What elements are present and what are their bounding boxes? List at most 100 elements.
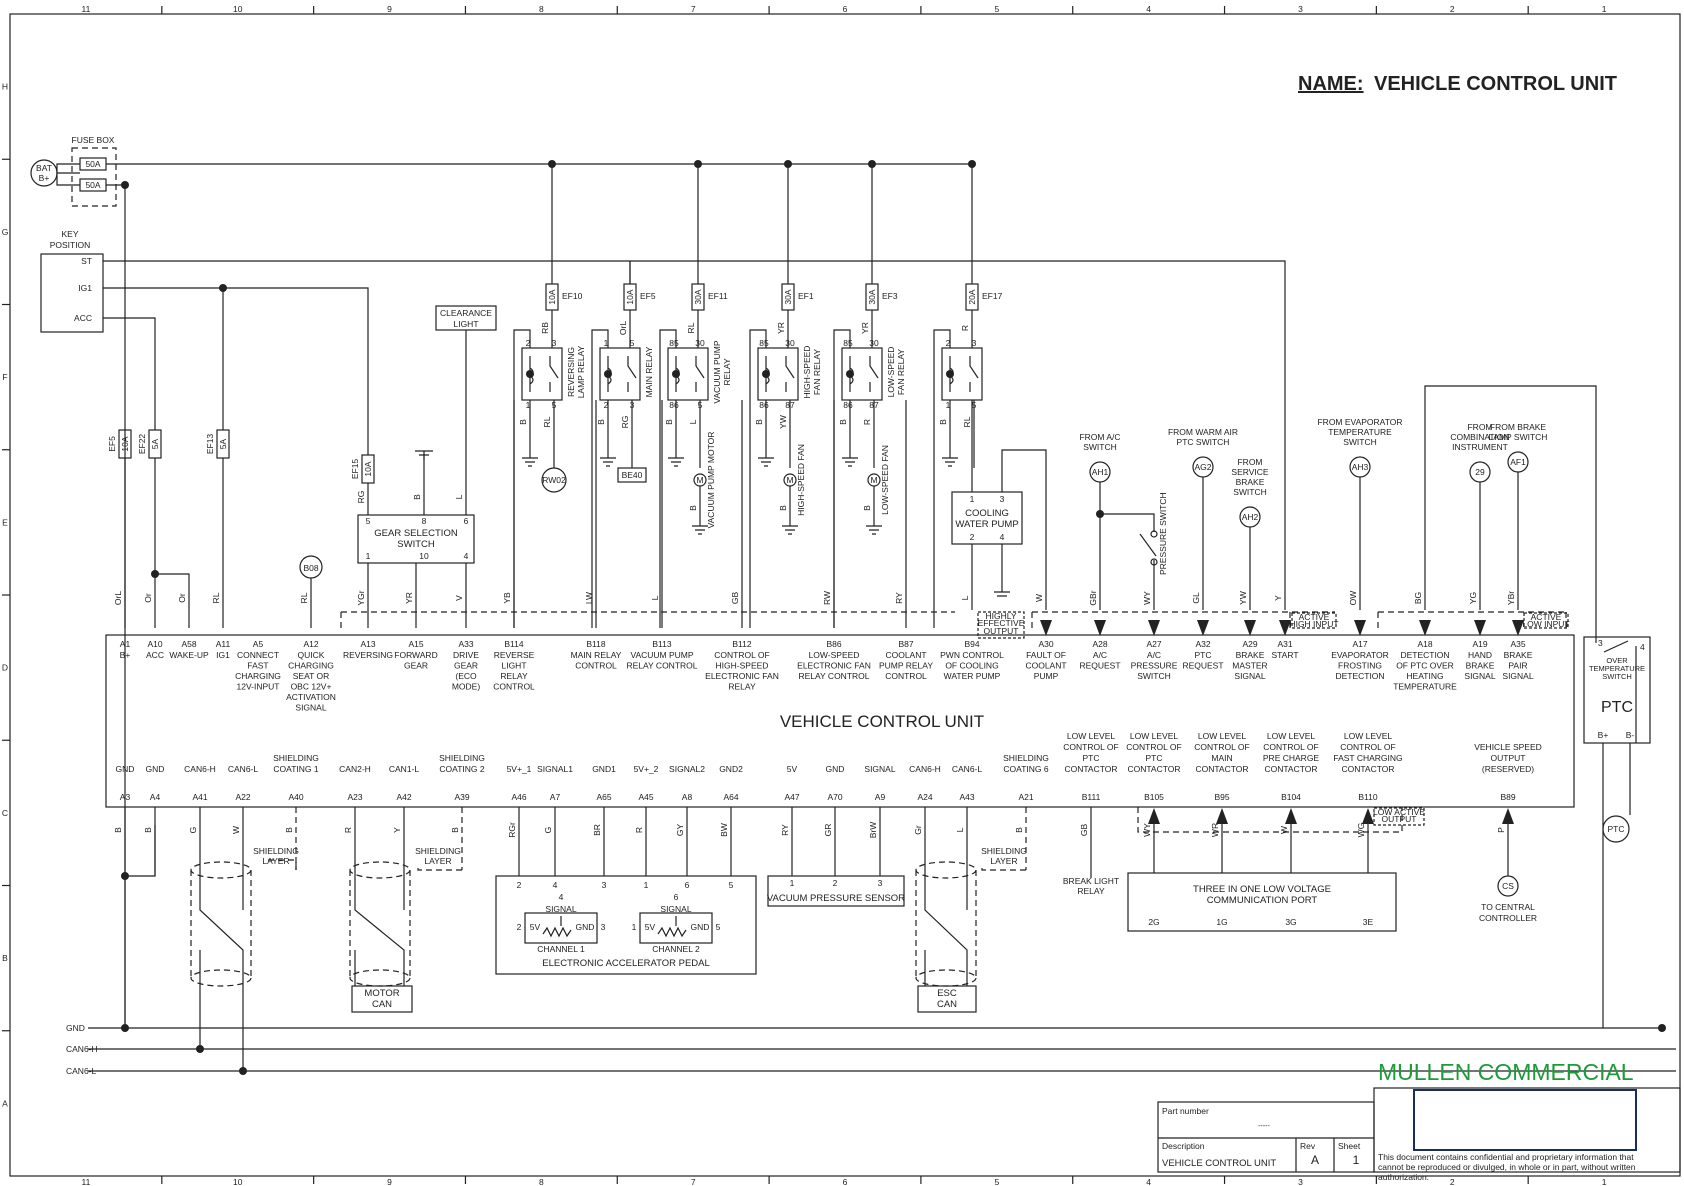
border-row-label: B bbox=[2, 953, 8, 963]
pin-id: A27 bbox=[1146, 639, 1161, 649]
main-fuse-2-label: 50A bbox=[85, 180, 100, 190]
input-connector-label: 29 bbox=[1475, 467, 1485, 477]
relay-name-2: LAMP RELAY bbox=[576, 345, 586, 398]
border-col-bottom: 5 bbox=[994, 1177, 999, 1186]
pin-id: A12 bbox=[303, 639, 318, 649]
can6l-bus-label: CAN6-L bbox=[66, 1066, 97, 1076]
load-name: LOW-SPEED FAN bbox=[880, 445, 890, 515]
relay-pin: 2 bbox=[946, 338, 951, 348]
pin-id: A64 bbox=[723, 792, 738, 802]
pin-desc: CONNECT bbox=[237, 650, 279, 660]
pin-id: A28 bbox=[1092, 639, 1107, 649]
pin-wire-color: G bbox=[188, 827, 198, 834]
pin-desc: CHARGING bbox=[288, 661, 334, 671]
rw02-label: RW02 bbox=[542, 475, 566, 485]
pin-name: SHIELDING bbox=[273, 753, 319, 763]
border-col-bottom: 11 bbox=[81, 1177, 90, 1186]
pin-name: COATING 2 bbox=[439, 764, 484, 774]
pin-wire-color: BrW bbox=[868, 822, 878, 839]
pin-wire-color: L bbox=[960, 595, 970, 600]
pin-desc: PAIR bbox=[1508, 661, 1527, 671]
esc-can-2: CAN bbox=[937, 999, 957, 1010]
pin-id: A9 bbox=[875, 792, 886, 802]
pin-name: PTC bbox=[1083, 753, 1100, 763]
fuse-name-label: EF5 bbox=[107, 436, 117, 452]
relay-name-1: VACUUM PUMP bbox=[712, 340, 722, 403]
fuse-name-label: EF22 bbox=[137, 434, 147, 455]
pin-wire-color: RW bbox=[822, 591, 832, 605]
pin-wire-color: B bbox=[1014, 827, 1024, 833]
notice-line: This document contains confidential and … bbox=[1378, 1152, 1634, 1162]
pin-desc: PRESSURE bbox=[1131, 661, 1178, 671]
shield-label-3: SHIELDING bbox=[981, 846, 1027, 856]
title-prefix: NAME: bbox=[1298, 73, 1364, 95]
relay-pin: 1 bbox=[604, 338, 609, 348]
border-col-top: 4 bbox=[1146, 4, 1151, 14]
fuse-ef5 bbox=[118, 429, 132, 459]
relay-pin: 85 bbox=[843, 338, 853, 348]
pin-id: B104 bbox=[1281, 792, 1301, 802]
relay-pin: 86 bbox=[669, 400, 679, 410]
part-number-value: ----- bbox=[1258, 1123, 1270, 1130]
relay-out-wire: YW bbox=[778, 415, 788, 429]
pin-wire-color: YB bbox=[502, 592, 512, 604]
description-value: VEHICLE CONTROL UNIT bbox=[1162, 1158, 1276, 1169]
be40-label: BE40 bbox=[622, 470, 643, 480]
pin-desc: RELAY CONTROL bbox=[798, 671, 869, 681]
pin-id: B105 bbox=[1144, 792, 1164, 802]
pin-name: CAN6-H bbox=[184, 764, 216, 774]
pin-desc: GEAR bbox=[404, 661, 428, 671]
pedal-pin: 3 bbox=[602, 880, 607, 890]
pin-wire-color: W bbox=[1279, 826, 1289, 834]
note-he: OUTPUT bbox=[984, 626, 1019, 636]
pin-name: 5V+_1 bbox=[507, 764, 532, 774]
pin-name: 5V bbox=[787, 764, 798, 774]
pin-desc: MAIN RELAY bbox=[571, 650, 622, 660]
pin-wire-color: BG bbox=[1413, 592, 1423, 604]
cooling-pump-p1: 1 bbox=[970, 494, 975, 504]
relay-fuse-name: EF5 bbox=[640, 291, 656, 301]
key-ig1: IG1 bbox=[78, 283, 92, 293]
gear-pin-bottom: 10 bbox=[419, 551, 429, 561]
pin-name: GND bbox=[146, 764, 165, 774]
pin-id: B95 bbox=[1214, 792, 1229, 802]
pin-id: A7 bbox=[550, 792, 561, 802]
relay-feed-wire: R bbox=[960, 325, 970, 331]
pin-name: CAN6-L bbox=[952, 764, 983, 774]
comm-port bbox=[1127, 872, 1397, 932]
pin-name: CONTACTOR bbox=[1341, 764, 1394, 774]
border-row-label: C bbox=[2, 808, 8, 818]
pin-name: PTC bbox=[1146, 753, 1163, 763]
pin-name: COATING 1 bbox=[273, 764, 318, 774]
pin-wire-color: W bbox=[1034, 594, 1044, 602]
pin-desc: COOLANT bbox=[1025, 661, 1066, 671]
border-row-label: G bbox=[2, 227, 9, 237]
central-label-2: CONTROLLER bbox=[1479, 913, 1537, 923]
relay-gnd-wire: B bbox=[518, 419, 528, 425]
motor-gnd-wire: B bbox=[778, 505, 788, 511]
pin-id: A24 bbox=[917, 792, 932, 802]
vps-pin: 3 bbox=[878, 878, 883, 888]
sheet-value: 1 bbox=[1353, 1153, 1360, 1167]
motor-m: M bbox=[870, 475, 877, 485]
key-acc: ACC bbox=[74, 313, 92, 323]
pin-id: A42 bbox=[396, 792, 411, 802]
pin-id: A8 bbox=[682, 792, 693, 802]
pin-name: FAST CHARGING bbox=[1333, 753, 1402, 763]
ptc-switch-2: TEMPERATURE bbox=[1589, 664, 1645, 673]
pin-desc: START bbox=[1271, 650, 1298, 660]
pin-desc: DETECTION bbox=[1400, 650, 1449, 660]
pin-id: A13 bbox=[360, 639, 375, 649]
pin-desc: SWITCH bbox=[1137, 671, 1171, 681]
cooling-pump-p3: 3 bbox=[1000, 494, 1005, 504]
pedal-title: ELECTRONIC ACCELERATOR PEDAL bbox=[542, 958, 710, 969]
ptc-connector bbox=[1602, 815, 1630, 843]
pin-name: CONTROL OF bbox=[1340, 742, 1395, 752]
pin-id: B112 bbox=[732, 639, 751, 649]
gear-pin-top: 8 bbox=[422, 516, 427, 526]
pin-desc: HIGH-SPEED bbox=[716, 661, 769, 671]
relay-4 bbox=[757, 347, 799, 401]
pedal-signal: SIGNAL bbox=[660, 904, 691, 914]
